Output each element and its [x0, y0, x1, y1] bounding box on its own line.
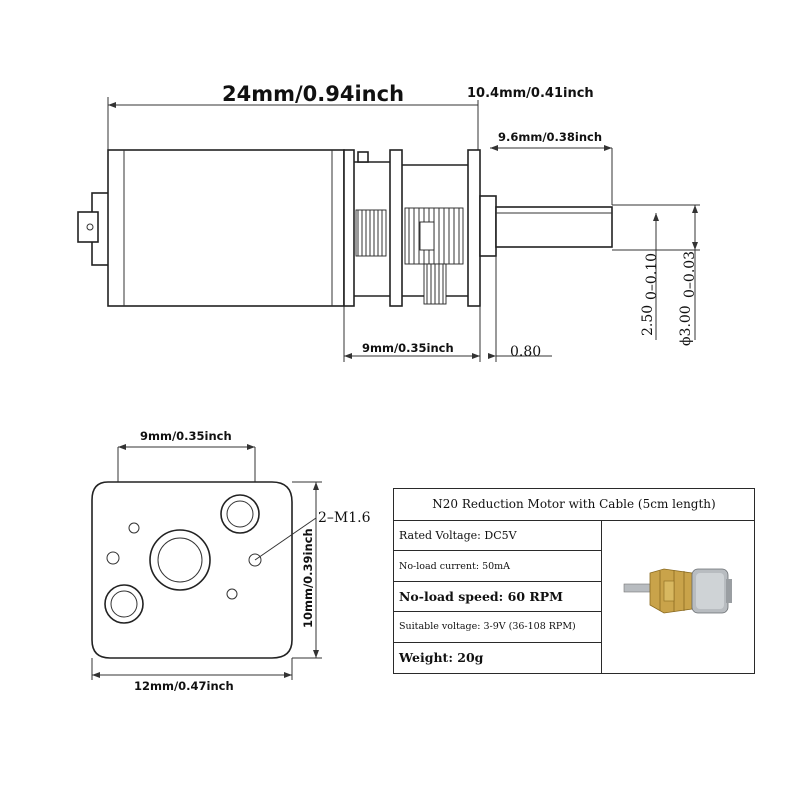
- gear-train: [355, 207, 464, 305]
- screw-holes-label: 2–M1.6: [318, 510, 371, 526]
- shaft-length-label: 9.6mm/0.38inch: [498, 130, 602, 144]
- spec-noload-speed: No-load speed: 60 RPM: [394, 582, 601, 613]
- gearbox-body-label: 9mm/0.35inch: [362, 341, 454, 355]
- spec-suitable-voltage: Suitable voltage: 3-9V (36-108 RPM): [394, 612, 601, 643]
- motor-photo: [602, 521, 754, 673]
- hole-spacing-label: 9mm/0.35inch: [140, 429, 232, 443]
- overall-length-label: 24mm/0.94inch: [222, 82, 404, 106]
- spec-rows: Rated Voltage: DC5V No-load current: 50m…: [394, 521, 602, 673]
- front-height-label: 10mm/0.39inch: [301, 528, 315, 628]
- spec-table-title: N20 Reduction Motor with Cable (5cm leng…: [394, 489, 754, 521]
- shaft-diameter-label: ϕ3.00: [678, 305, 694, 346]
- side-view: 24mm/0.94inch 10.4mm/0.41inch 9.6mm/0.38…: [77, 82, 700, 362]
- spec-noload-current: No-load current: 50mA: [394, 551, 601, 582]
- gearbox-length-label: 10.4mm/0.41inch: [467, 86, 594, 101]
- shaft-flat-tol-label: 0–0.10: [644, 253, 660, 300]
- front-view: 9mm/0.35inch 10mm/0.39inch 2–M1.6 12mm/0…: [91, 429, 371, 693]
- spec-table: N20 Reduction Motor with Cable (5cm leng…: [393, 488, 755, 674]
- shaft-flat-label: 2.50: [640, 305, 656, 336]
- collar-label: 0.80: [510, 344, 541, 360]
- shaft-diameter-tol-label: 0–0.03: [682, 251, 698, 298]
- front-width-label: 12mm/0.47inch: [134, 679, 234, 693]
- spec-weight: Weight: 20g: [399, 650, 484, 666]
- spec-rated-voltage: Rated Voltage: DC5V: [394, 521, 601, 552]
